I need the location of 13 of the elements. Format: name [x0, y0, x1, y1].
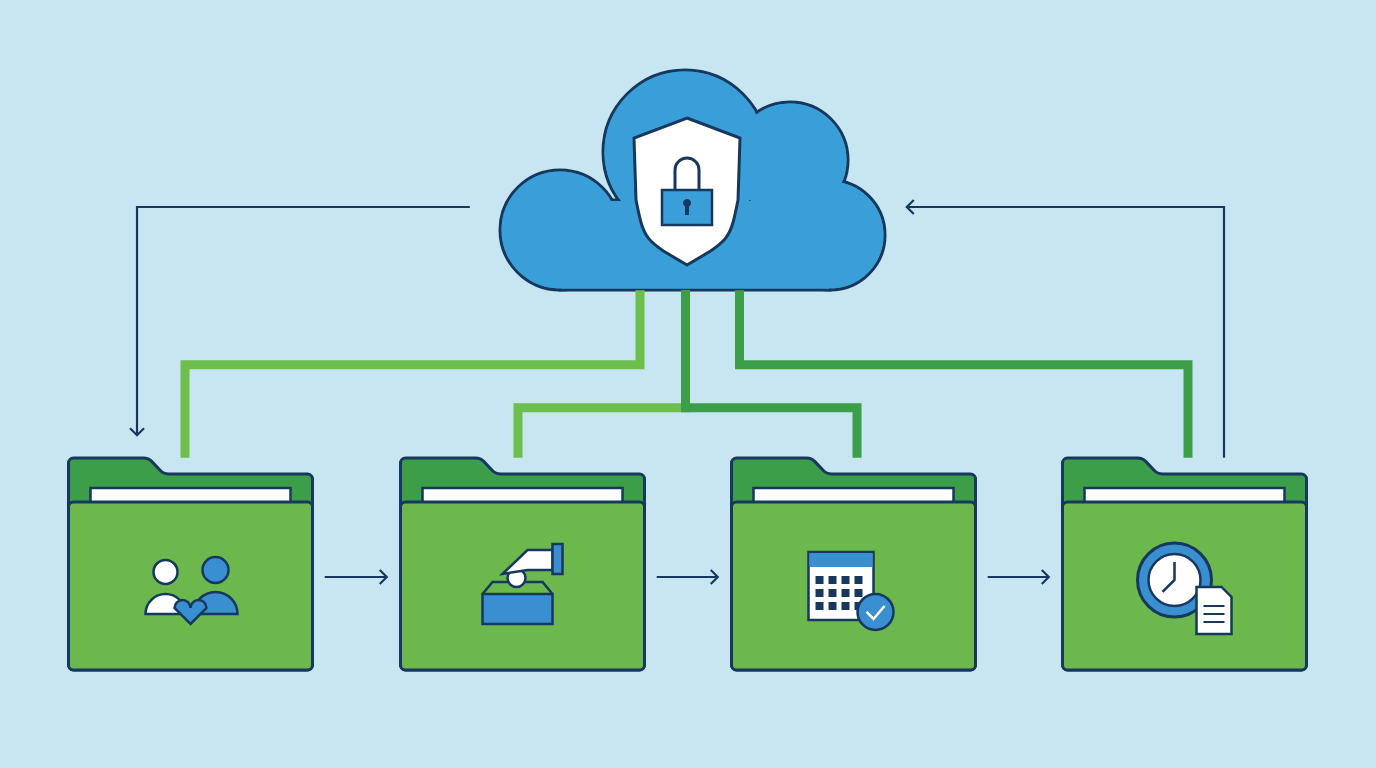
connector-line — [735, 290, 1193, 458]
arrow — [656, 569, 720, 585]
folder-drawing — [399, 456, 646, 672]
arrow — [324, 569, 389, 585]
connector-line — [681, 290, 862, 458]
arrow — [987, 569, 1051, 585]
connector-line — [180, 290, 645, 458]
folder-drawing — [67, 456, 314, 672]
arrow — [905, 199, 1226, 458]
folder-drawing — [730, 456, 977, 672]
arrow — [129, 205, 470, 437]
folder-drawing — [1061, 456, 1308, 672]
cloud-drawing — [498, 68, 887, 292]
